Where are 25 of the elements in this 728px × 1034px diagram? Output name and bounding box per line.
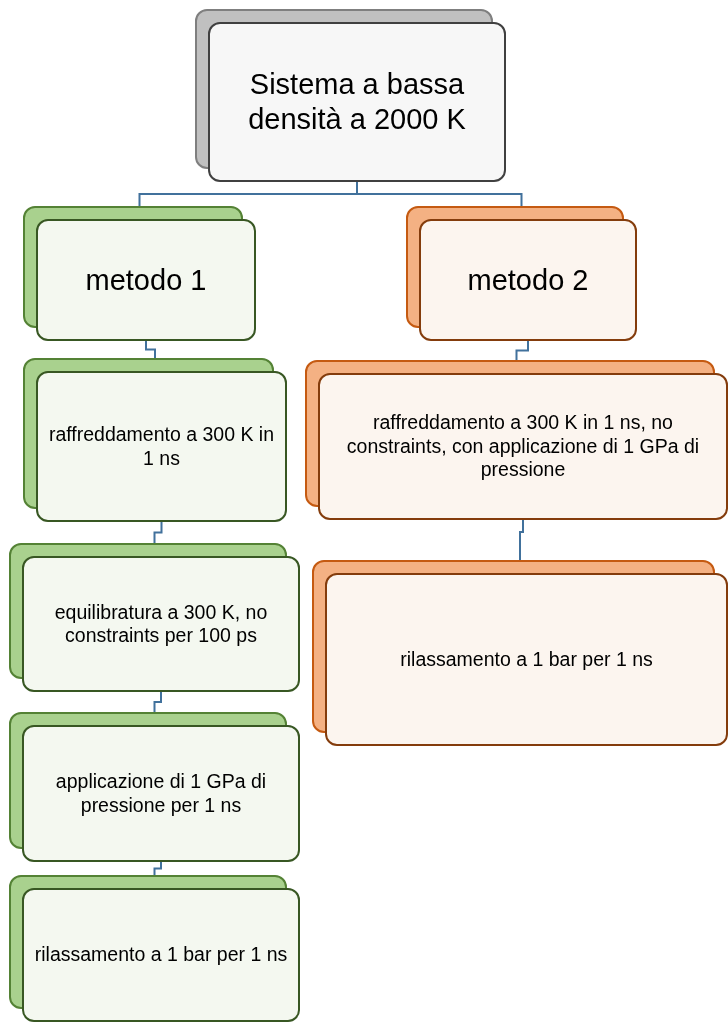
process-box bbox=[36, 219, 256, 341]
process-box bbox=[419, 219, 637, 341]
connector-line bbox=[145, 340, 156, 359]
box-text: applicazione di 1 GPa di pressione per 1 ns bbox=[54, 770, 268, 817]
box-text: raffreddamento a 300 K in 1 ns, no constraints, con applicazione di 1 GPa di pressione bbox=[345, 411, 701, 482]
process-box bbox=[318, 373, 728, 520]
box-text: metodo 2 bbox=[467, 262, 589, 298]
process-box bbox=[36, 371, 287, 522]
connector-line bbox=[153, 521, 163, 544]
box-text: equilibratura a 300 K, no constraints per 100 ps bbox=[53, 600, 269, 648]
connector-line bbox=[515, 340, 529, 361]
connector-line bbox=[153, 861, 162, 876]
connector-line bbox=[153, 691, 162, 713]
process-box bbox=[208, 22, 506, 182]
box-text: rilassamento a 1 bar per 1 ns bbox=[34, 943, 288, 967]
process-box bbox=[325, 573, 728, 746]
connector-line bbox=[519, 519, 524, 561]
process-box bbox=[22, 725, 300, 862]
process-box bbox=[22, 556, 300, 692]
box-text: raffreddamento a 300 K in 1 ns bbox=[47, 423, 276, 470]
box-text: Sistema a bassa densità a 2000 K bbox=[247, 67, 467, 137]
box-text: metodo 1 bbox=[85, 262, 207, 298]
box-text: rilassamento a 1 bar per 1 ns bbox=[400, 647, 653, 672]
connector-line bbox=[356, 181, 523, 207]
process-box bbox=[22, 888, 300, 1022]
